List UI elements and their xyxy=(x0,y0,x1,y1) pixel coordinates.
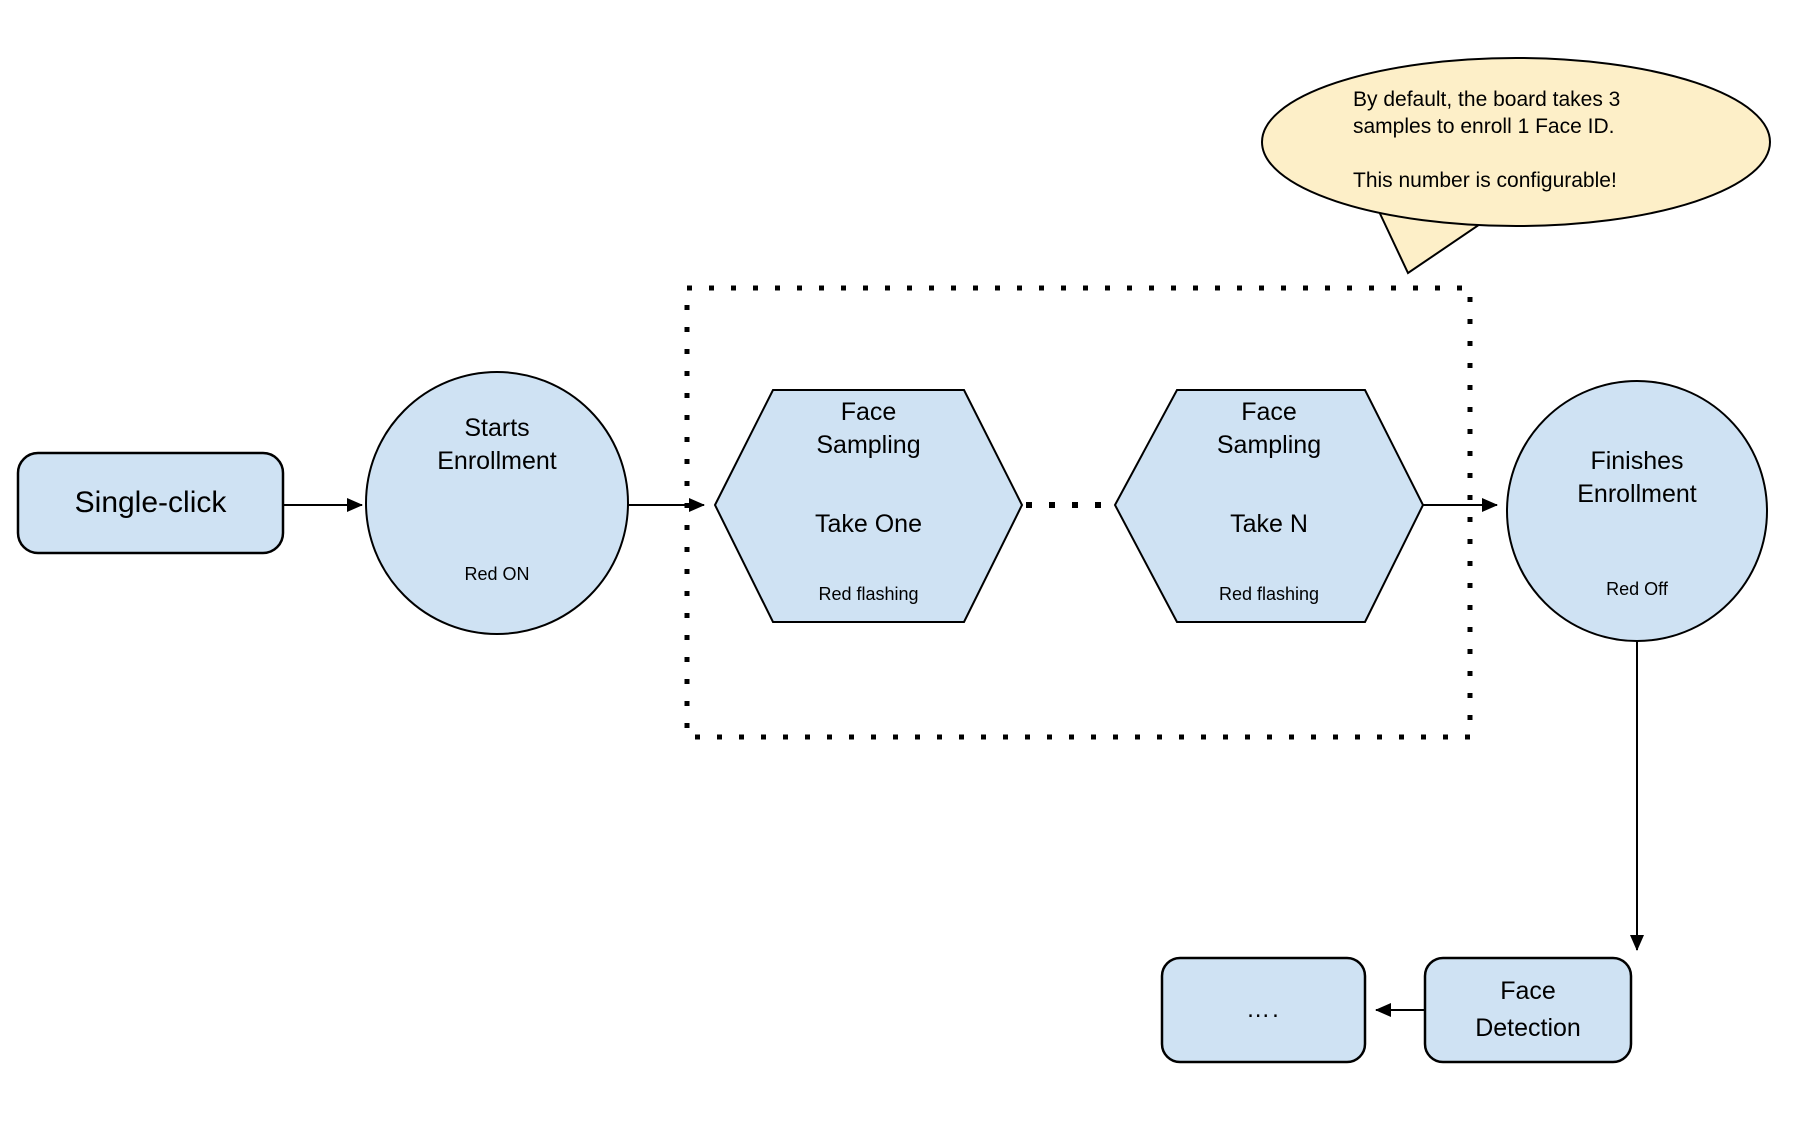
face-sampling-one-status: Red flashing xyxy=(818,584,919,604)
face-sampling-one-line3: Take One xyxy=(814,510,922,538)
finishes-enrollment-node: Finishes Enrollment Red Off xyxy=(1507,381,1767,641)
face-detection-line2: Detection xyxy=(1475,1014,1581,1042)
finishes-enrollment-status: Red Off xyxy=(1606,579,1668,599)
finishes-enrollment-title-line1: Finishes xyxy=(1590,447,1684,475)
callout-line-3: This number is configurable! xyxy=(1353,169,1617,192)
face-sampling-one-node: Face Sampling Take One Red flashing xyxy=(715,390,1022,622)
face-sampling-n-line2: Sampling xyxy=(1216,431,1322,459)
face-sampling-n-line3: Take N xyxy=(1230,510,1308,538)
face-sampling-one-line2: Sampling xyxy=(816,431,921,459)
face-detection-line1: Face xyxy=(1500,977,1556,1005)
starts-enrollment-shape xyxy=(365,371,629,635)
starts-enrollment-title-line1: Starts xyxy=(464,414,530,442)
face-sampling-n-hexagon xyxy=(1113,389,1425,623)
face-sampling-one-hexagon xyxy=(713,389,1024,623)
single-click-shape xyxy=(16,451,285,555)
single-click-label: Single-click xyxy=(74,486,227,519)
finishes-enrollment-shape xyxy=(1506,380,1768,642)
face-sampling-n-line1: Face xyxy=(1241,398,1297,426)
starts-enrollment-title-line2: Enrollment xyxy=(437,447,557,475)
starts-enrollment-node: Starts Enrollment Red ON xyxy=(366,372,628,634)
continuation-label: …. xyxy=(1246,996,1281,1023)
face-sampling-n-node: Face Sampling Take N Red flashing xyxy=(1115,390,1423,622)
face-detection-shape xyxy=(1423,956,1633,1064)
face-detection-node: Face Detection xyxy=(1425,958,1631,1062)
callout-note: By default, the board takes 3 samples to… xyxy=(1353,86,1620,194)
continuation-shape xyxy=(1160,956,1367,1064)
starts-enrollment-status: Red ON xyxy=(464,564,530,584)
finishes-enrollment-title-line2: Enrollment xyxy=(1577,480,1697,508)
callout-bubble xyxy=(1261,57,1771,227)
callout-line-1: By default, the board takes 3 xyxy=(1353,88,1621,111)
face-sampling-one-line1: Face xyxy=(840,398,897,426)
face-sampling-n-status: Red flashing xyxy=(1218,584,1320,604)
callout-line-2: samples to enroll 1 Face ID. xyxy=(1353,115,1615,138)
